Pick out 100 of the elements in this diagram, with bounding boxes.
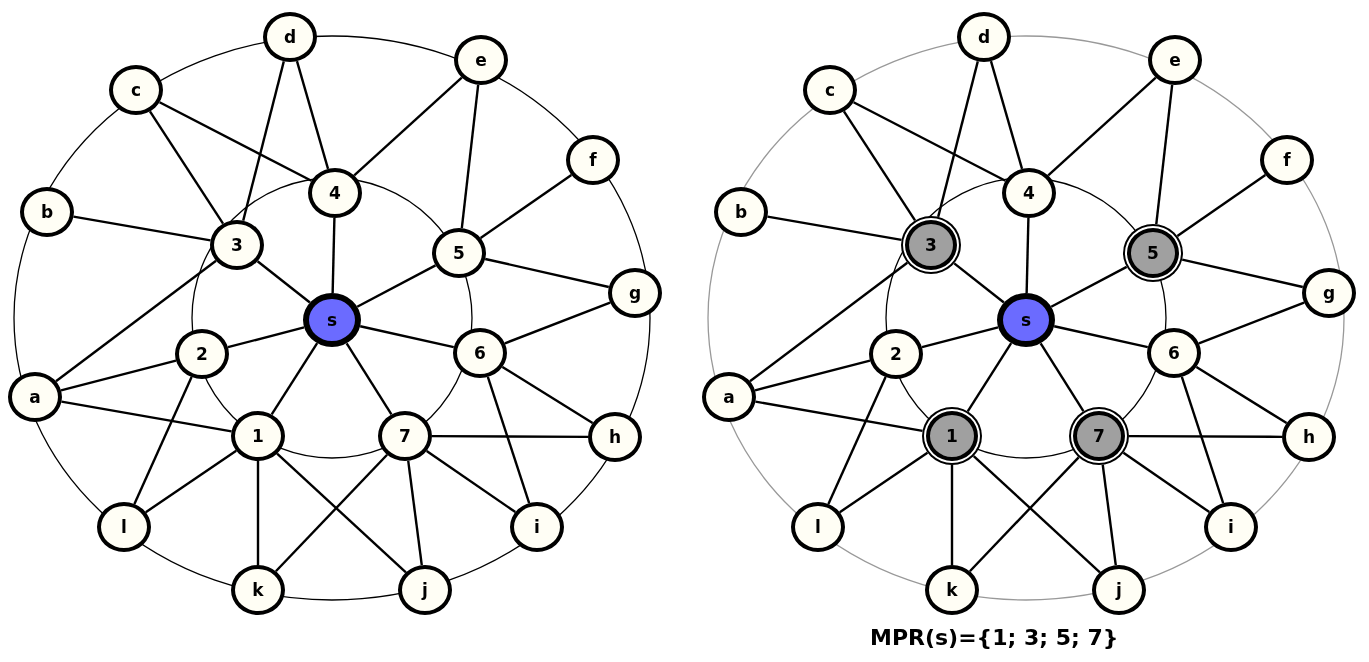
node-label: h [1302, 428, 1316, 446]
link-line [345, 342, 393, 416]
node-label: j [422, 581, 428, 599]
node-label: a [29, 388, 41, 406]
node-circle [702, 372, 756, 422]
node-label: k [946, 581, 958, 599]
mpr-node-circle [905, 220, 957, 270]
node-label: 2 [196, 345, 208, 363]
link-line [754, 359, 871, 392]
node-label: s [1020, 311, 1032, 329]
node-label: f [589, 151, 597, 169]
link-line [501, 365, 594, 425]
node-label: b [40, 203, 54, 221]
node-label: 3 [231, 236, 243, 254]
link-line [749, 261, 909, 383]
link-line [767, 215, 902, 242]
node-label: l [815, 518, 821, 536]
link-line [270, 342, 319, 416]
link-line [839, 451, 929, 514]
link-line [1198, 301, 1305, 345]
link-line [331, 217, 336, 294]
node-label: 6 [1168, 344, 1180, 362]
node-label: h [608, 428, 622, 446]
link-line [1155, 84, 1174, 225]
node-circle [588, 412, 642, 462]
link-line [1176, 174, 1267, 238]
link-line [842, 110, 916, 222]
node-circle [1092, 565, 1146, 615]
link-line [425, 449, 517, 514]
node-circle [8, 372, 62, 422]
node-label: 7 [1093, 427, 1105, 445]
link-line [275, 453, 388, 573]
node-circle [109, 65, 163, 115]
node-label: 4 [329, 184, 341, 202]
link-line [359, 325, 454, 349]
node-label: l [121, 518, 127, 536]
node-circle [957, 12, 1011, 62]
node-circle [308, 168, 362, 218]
node-label: 6 [474, 344, 486, 362]
node-label: 1 [946, 427, 958, 445]
link-line [432, 434, 588, 439]
node-label: 1 [252, 427, 264, 445]
link-line [256, 260, 311, 304]
node-label: f [1283, 151, 1291, 169]
node-label: 2 [890, 345, 902, 363]
node-label: 3 [925, 236, 937, 254]
node-circle [1147, 328, 1201, 378]
link-line [1195, 365, 1288, 425]
node-circle [510, 502, 564, 552]
node-circle [925, 565, 979, 615]
link-line [1101, 464, 1117, 566]
node-circle [231, 411, 285, 461]
link-line [145, 449, 237, 514]
link-line [969, 456, 1080, 573]
link-line [1039, 342, 1085, 412]
node-circle [97, 502, 151, 552]
node-label: i [1228, 518, 1234, 536]
link-line [937, 61, 979, 218]
link-line [407, 460, 423, 566]
node-circle [378, 411, 432, 461]
node-circle [20, 187, 74, 237]
link-line [504, 301, 611, 345]
link-line [486, 376, 531, 504]
source-node-circle [303, 293, 361, 347]
mpr-node-circle [926, 411, 978, 461]
link-line [1050, 265, 1128, 308]
node-label: e [475, 51, 487, 69]
node-circle [432, 228, 486, 278]
link-line [73, 215, 211, 242]
link-line [460, 84, 480, 229]
node-circle [210, 220, 264, 270]
node-circle [454, 35, 508, 85]
link-line [55, 259, 217, 383]
link-line [356, 264, 437, 308]
node-label: s [326, 311, 338, 329]
link-line [148, 110, 225, 225]
node-label: e [1169, 51, 1181, 69]
node-label: c [130, 81, 142, 99]
node-circle [714, 187, 768, 237]
link-line [133, 376, 193, 505]
link-line [989, 60, 1024, 170]
node-circle [453, 328, 507, 378]
link-line [1122, 451, 1211, 514]
node-circle [263, 12, 317, 62]
link-line [227, 326, 305, 349]
link-line [1025, 217, 1030, 294]
link-line [479, 174, 573, 239]
node-label: d [977, 28, 991, 46]
link-line [972, 455, 1101, 574]
node-circle [869, 329, 923, 379]
node-circle [608, 268, 662, 318]
node-label: 5 [1147, 244, 1159, 262]
node-circle [175, 329, 229, 379]
link-line [295, 60, 330, 170]
node-label: d [283, 28, 297, 46]
node-circle [1282, 412, 1336, 462]
node-circle [1260, 135, 1314, 185]
node-circle [1302, 268, 1356, 318]
node-label: k [252, 581, 264, 599]
link-line [1180, 376, 1225, 504]
